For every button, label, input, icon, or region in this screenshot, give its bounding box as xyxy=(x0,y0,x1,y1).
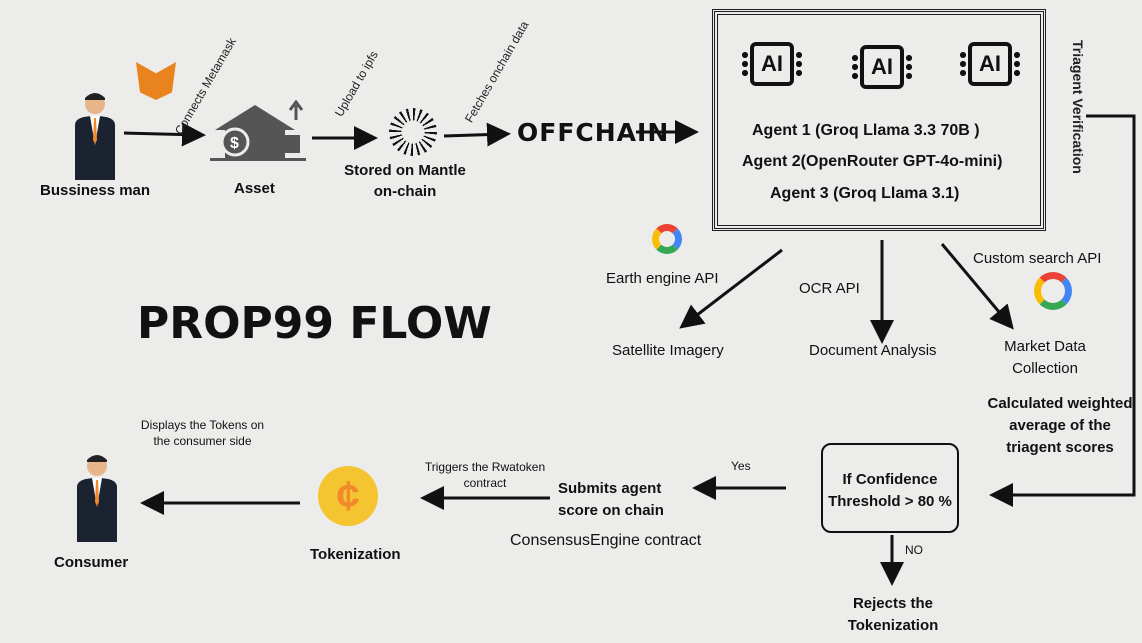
svg-text:$: $ xyxy=(230,135,239,152)
offchain-label: Offchain xyxy=(517,118,670,147)
consensus-label: ConsensusEngine contract xyxy=(510,532,702,549)
ai-chip-icon: AI xyxy=(852,45,912,89)
ocr-label: OCR API xyxy=(799,280,860,297)
displays-label: Displays the Tokens on the consumer side xyxy=(140,418,265,448)
rejects-label: Rejects the Tokenization xyxy=(847,595,939,634)
agent-2-label: Agent 2(OpenRouter GPT-4o-mini) xyxy=(742,153,1003,170)
businessman-icon xyxy=(70,90,120,180)
google-icon xyxy=(1034,272,1072,310)
coin-icon: ¢ xyxy=(318,466,378,526)
earth-engine-label: Earth engine API xyxy=(606,270,719,287)
google-icon xyxy=(652,224,682,254)
edge-label-triagent: Triagent Verification xyxy=(1070,40,1086,174)
tokenization-label: Tokenization xyxy=(310,546,401,563)
edge-label-upload: Upload to ipfs xyxy=(332,48,381,120)
no-label: NO xyxy=(905,543,923,557)
triggers-label: Triggers the Rwatoken contract xyxy=(424,460,546,490)
edge-label-fetches: Fetches onchain data xyxy=(462,18,532,126)
document-label: Document Analysis xyxy=(809,342,937,359)
satellite-label: Satellite Imagery xyxy=(612,342,724,359)
weighted-label: Calculated weighted average of the triag… xyxy=(987,395,1133,456)
mantle-logo-icon xyxy=(389,108,437,156)
ai-chip-icon: AI xyxy=(960,42,1020,86)
yes-label: Yes xyxy=(731,459,751,473)
custom-search-label: Custom search API xyxy=(973,250,1102,267)
market-label: Market Data Collection xyxy=(1004,338,1086,377)
consumer-icon xyxy=(72,452,122,542)
submits-label: Submits agent score on chain xyxy=(558,480,664,519)
threshold-box xyxy=(821,443,959,533)
agent-3-label: Agent 3 (Groq Llama 3.1) xyxy=(770,185,960,202)
agents-box xyxy=(712,9,1046,231)
stored-label: Stored on Mantle on-chain xyxy=(344,162,466,200)
threshold-label: If Confidence Threshold > 80 % xyxy=(828,471,952,510)
ai-chip-icon: AI xyxy=(742,42,802,86)
asset-label: Asset xyxy=(234,180,275,197)
metamask-fox-icon xyxy=(136,62,176,100)
consumer-label: Consumer xyxy=(54,554,129,571)
business-label: Bussiness man xyxy=(40,182,151,199)
asset-icon: $ xyxy=(210,99,306,162)
agent-1-label: Agent 1 (Groq Llama 3.3 70B ) xyxy=(752,122,980,139)
page-title: PROP99 FLOW xyxy=(137,298,492,349)
